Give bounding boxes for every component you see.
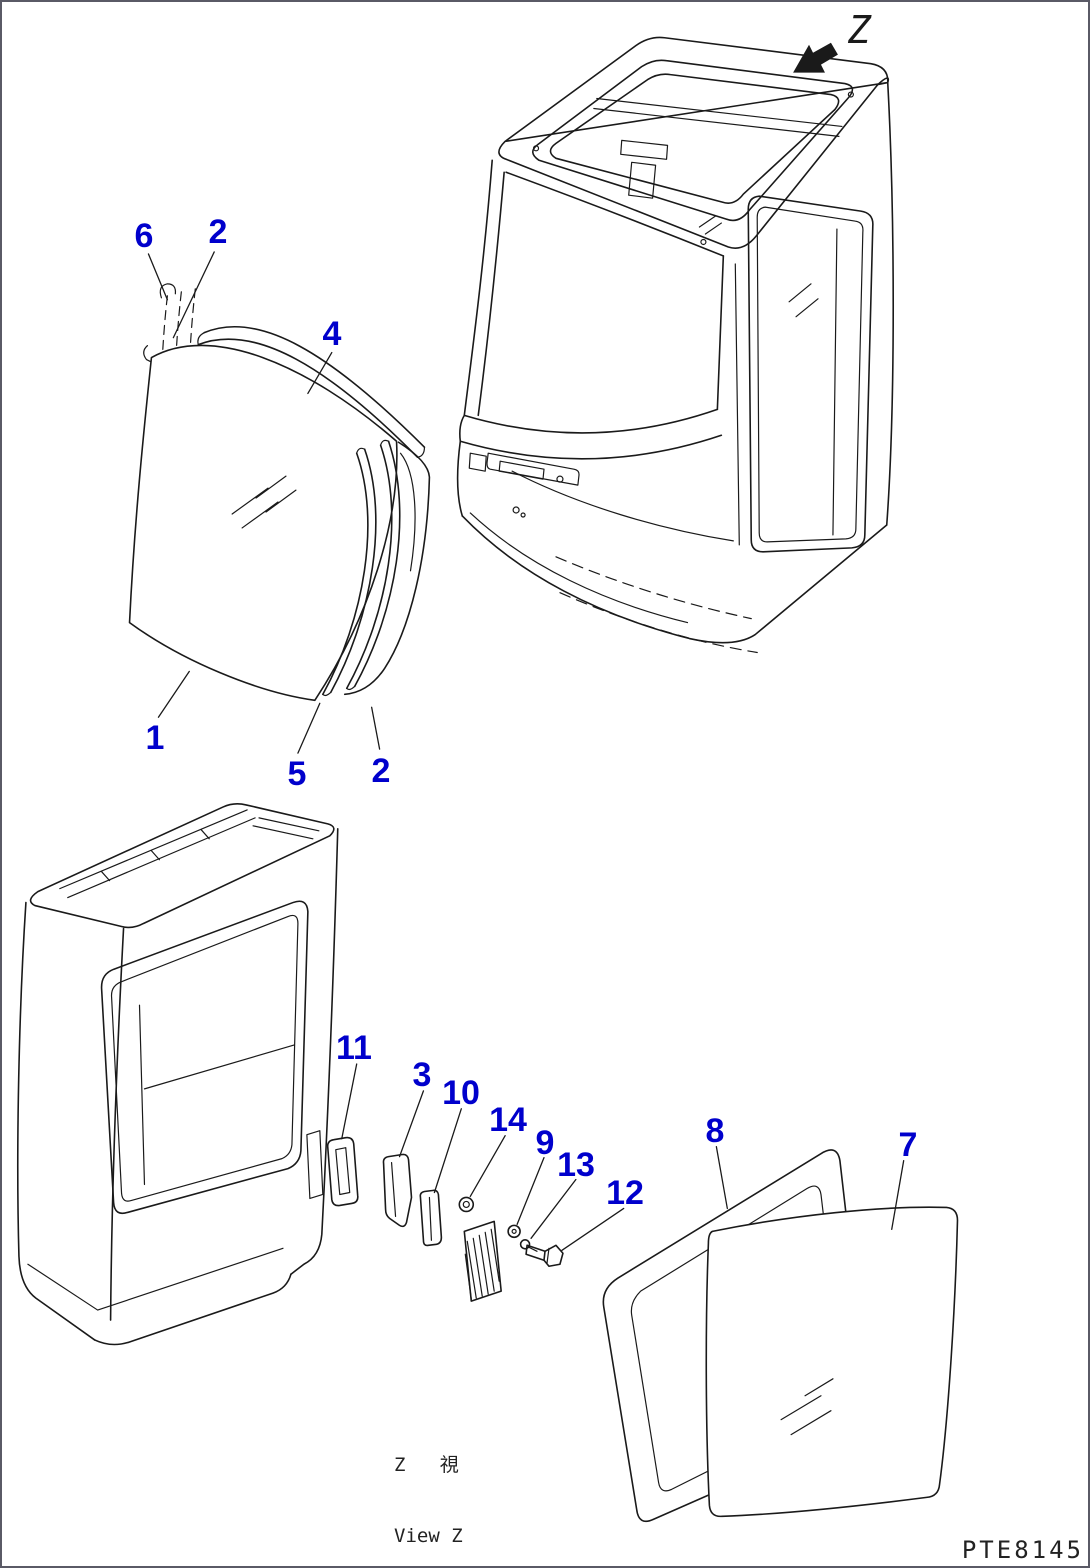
- callout-leader-lines: [147, 251, 905, 1251]
- small-parts-drawing: [326, 1136, 564, 1302]
- callout-6-0: 6: [134, 217, 154, 255]
- view-direction-label: Z: [848, 8, 871, 52]
- callout-14-9: 14: [489, 1101, 527, 1139]
- callout-10-8: 10: [442, 1074, 480, 1112]
- callout-8-13: 8: [705, 1112, 725, 1150]
- callout-7-14: 7: [898, 1126, 918, 1164]
- view-note-en: View Z: [394, 1524, 463, 1547]
- callout-1-3: 1: [145, 719, 165, 757]
- callout-2-1: 2: [208, 213, 228, 251]
- cab-assembled-drawing: [456, 36, 895, 654]
- drawing-code: PTE8145: [961, 1536, 1084, 1564]
- callout-5-4: 5: [287, 755, 307, 793]
- cab-rear-view-drawing: [16, 803, 339, 1346]
- rear-window-assembly-drawing: [602, 1149, 959, 1523]
- front-windshield-assembly-drawing: [128, 283, 431, 702]
- callout-13-11: 13: [557, 1146, 595, 1184]
- callout-3-7: 3: [412, 1056, 432, 1094]
- view-direction-arrow-icon: [793, 42, 838, 73]
- view-note: Z 視 View Z: [394, 1406, 463, 1566]
- view-note-jp: Z 視: [394, 1453, 459, 1476]
- callout-4-2: 4: [322, 315, 342, 353]
- callout-12-12: 12: [606, 1174, 644, 1212]
- callout-2-5: 2: [371, 752, 391, 790]
- callout-11-6: 11: [336, 1029, 372, 1067]
- callout-9-10: 9: [535, 1124, 555, 1162]
